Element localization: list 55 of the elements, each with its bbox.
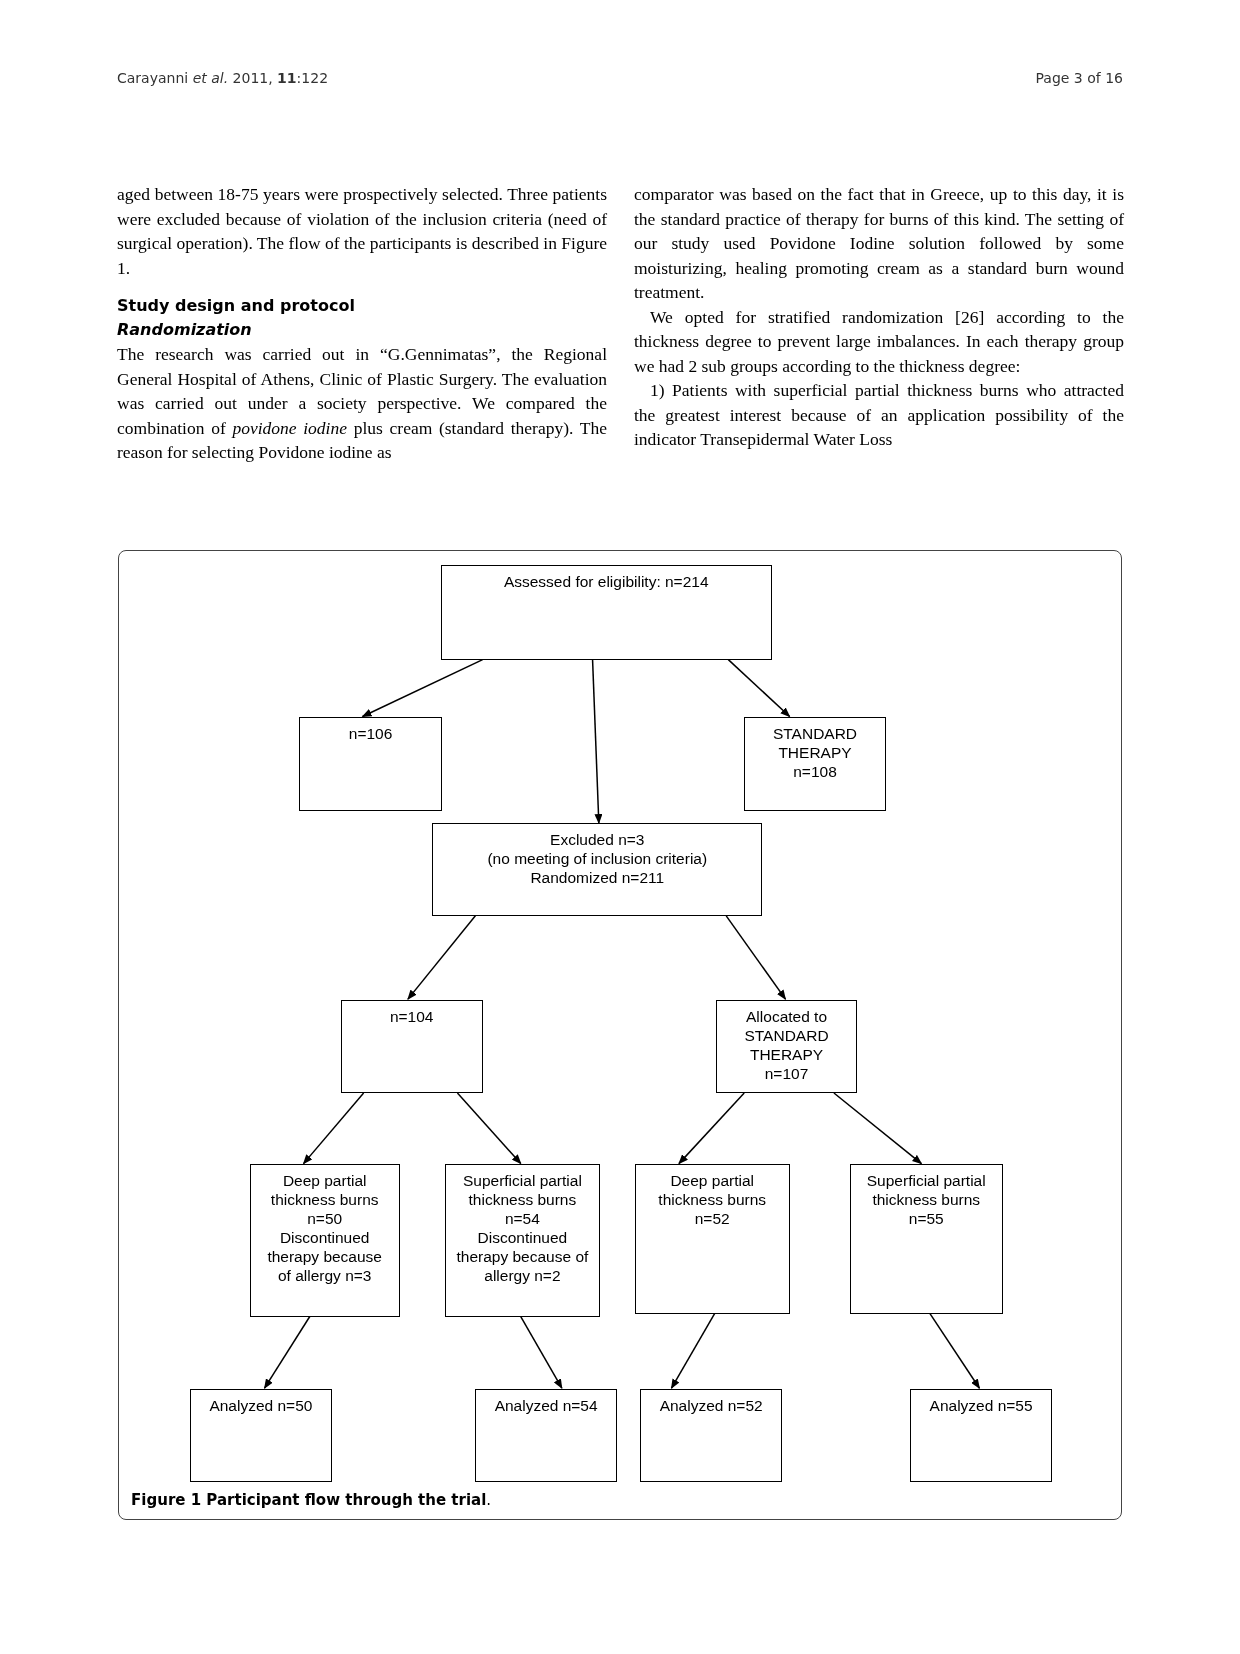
box-text: Randomized n=211	[530, 868, 665, 888]
body-paragraph: The research was carried out in “G.Gennimatas”, the Regional General Hospital of Athens, Clinic of Plastic Surgery. The evaluation was carried out under a society perspective. We compared the combination of povidone iodine plus cream (standard therapy). The reason for selecting Povidone iodine as	[117, 343, 607, 464]
box-text: n=106	[348, 723, 393, 743]
flow-box	[634, 1164, 790, 1314]
arrow	[678, 1092, 746, 1165]
box-text: STANDARD THERAPY n=108	[771, 723, 859, 781]
flow-box	[475, 1388, 617, 1483]
section-heading: Study design and protocol	[117, 295, 356, 317]
body-paragraph: 1) Patients with superficial partial thickness burns who attracted the greatest interest because of an application possibility of the indicator Transepidermal Water Loss	[634, 379, 1124, 451]
flow-box	[432, 823, 763, 917]
arrow	[361, 659, 484, 718]
body-paragraph: aged between 18-75 years were prospectively selected. Three patients were excluded because of violation of the inclusion criteria (need of surgical operation). The flow of the participants is described in Figure 1.	[117, 183, 607, 280]
flow-box	[299, 716, 442, 811]
arrow	[302, 1092, 365, 1165]
box-text: Discontinued therapy because of allergy n=2	[455, 1228, 589, 1285]
box-text: Allocated to STANDARD THERAPY n=107	[743, 1006, 830, 1083]
box-text: Deep partial thickness burns n=50	[269, 1171, 380, 1228]
box-text: Analyzed n=54	[494, 1395, 598, 1415]
box-text: Superficial partial thickness burns n=55	[865, 1171, 987, 1228]
flow-box	[189, 1388, 333, 1483]
arrow	[456, 1092, 522, 1165]
figure-caption: Figure 1 Participant flow through the trial.	[131, 1489, 492, 1511]
flow-box	[639, 1388, 783, 1483]
box-text: Analyzed n=52	[659, 1395, 763, 1415]
arrow	[263, 1316, 311, 1390]
arrow	[407, 915, 477, 1001]
flow-box	[249, 1164, 400, 1317]
running-header: Carayanni et al. 2011, 11:122	[117, 69, 329, 88]
body-paragraph: comparator was based on the fact that in Greece, up to this day, it is the standard practice of therapy for burns of this kind. The setting of our study used Povidone Iodine solution followed by some moisturizing, healing promoting cream as a standard burn wound treatment.	[634, 183, 1124, 304]
arrow	[670, 1313, 716, 1390]
arrow	[833, 1092, 923, 1165]
box-text: Excluded n=3	[550, 830, 645, 850]
box-text: Analyzed n=55	[929, 1395, 1033, 1415]
box-text: (no meeting of inclusion criteria)	[487, 849, 708, 869]
flow-box	[440, 565, 772, 660]
flow-box	[849, 1164, 1003, 1314]
flow-box	[340, 999, 483, 1094]
arrow	[520, 1316, 563, 1390]
flow-box	[744, 716, 886, 811]
body-paragraph: We opted for stratified randomization [26] according to the thickness degree to prevent large imbalances. In each therapy group we had 2 sub groups according to the thickness degree:	[634, 305, 1124, 378]
box-text: Superficial partial thickness burns n=54	[461, 1171, 583, 1228]
subsection-heading: Randomization	[117, 319, 253, 341]
page-number: Page 3 of 16	[1035, 69, 1123, 88]
box-text: Analyzed n=50	[209, 1395, 313, 1415]
box-text: Discontinued therapy because of allergy n=3	[266, 1228, 383, 1285]
flow-box	[715, 999, 858, 1094]
arrow	[725, 915, 787, 1001]
flow-box	[909, 1388, 1053, 1483]
box-text: Deep partial thickness burns n=52	[657, 1171, 768, 1228]
flow-box	[444, 1164, 600, 1317]
arrow	[727, 659, 791, 718]
arrow	[591, 659, 603, 825]
arrow	[929, 1313, 981, 1390]
box-text: n=104	[389, 1006, 434, 1026]
box-text: Assessed for eligibility: n=214	[503, 572, 709, 592]
